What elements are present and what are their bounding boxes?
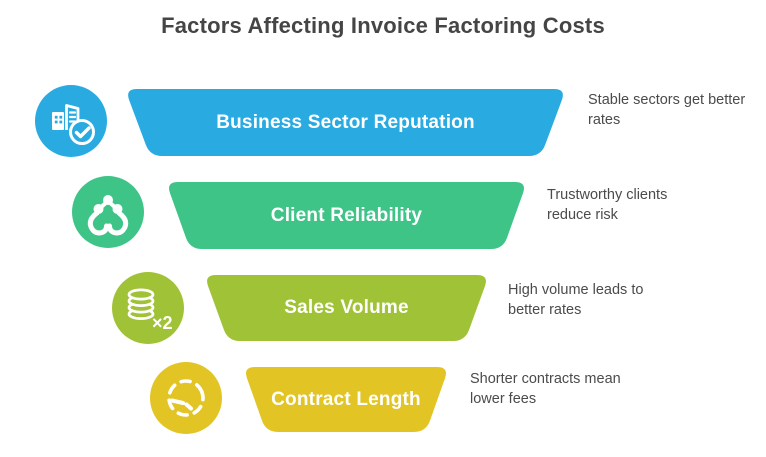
funnel-bar-business-sector-reputation [128,89,563,156]
hands-network-icon [72,176,144,248]
page-title: Factors Affecting Invoice Factoring Cost… [161,13,605,38]
building-check-icon [35,85,107,157]
funnel-bar-client-reliability [169,182,524,249]
note-contract-length: Shorter contracts mean lower fees [470,371,621,407]
x2-badge: ×2 [152,313,173,333]
note-client-reliability: Trustworthy clients reduce risk [547,187,668,223]
note-business-sector-reputation: Stable sectors get better rates [588,92,746,128]
dashed-gauge-icon [150,362,222,434]
funnel-bar-contract-length [246,367,446,432]
coins-x2-icon: ×2 [112,272,184,344]
bar-label-business-sector-reputation: Business Sector Reputation [216,111,475,133]
bar-label-sales-volume: Sales Volume [284,297,409,318]
note-sales-volume: High volume leads to better rates [508,282,644,318]
bar-label-client-reliability: Client Reliability [270,204,423,226]
bar-label-contract-length: Contract Length [271,388,421,410]
funnel-bar-sales-volume [207,275,486,341]
